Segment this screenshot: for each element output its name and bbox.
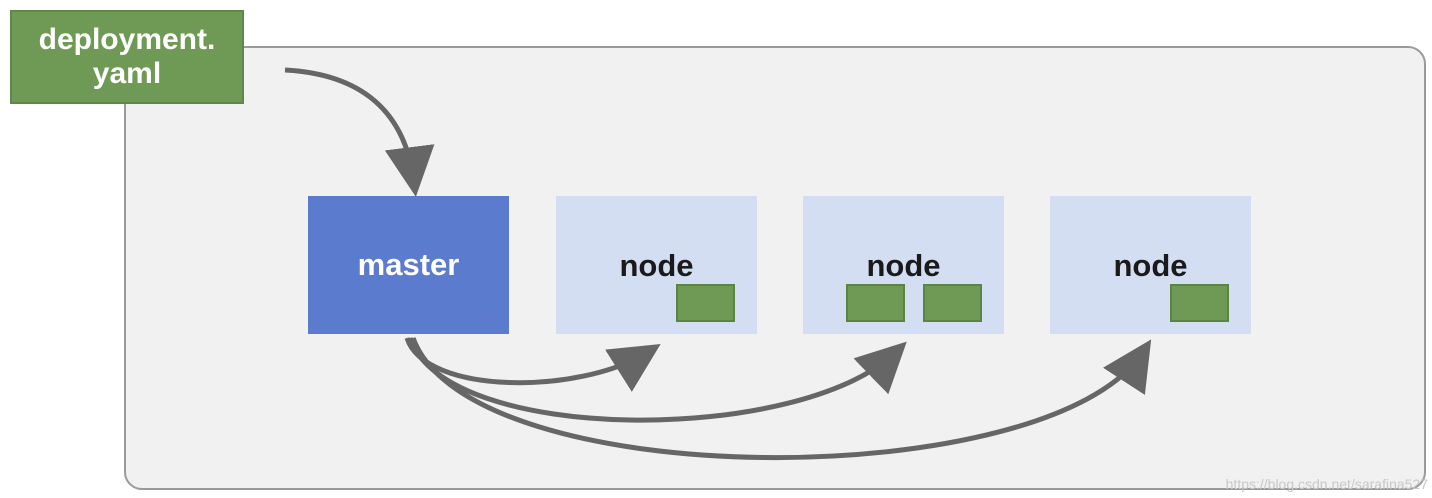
node-box-1: node	[556, 196, 757, 334]
pod	[1170, 284, 1229, 322]
master-to-node3-arrow	[410, 337, 1152, 461]
node-label: node	[619, 248, 694, 283]
file-to-master-arrow	[284, 67, 435, 197]
node-box-3: node	[1050, 196, 1251, 334]
master-label: master	[357, 247, 460, 282]
file-name-line2: yaml	[92, 57, 162, 90]
pod	[676, 284, 735, 322]
node-box-2: node	[803, 196, 1004, 334]
master-box: master	[308, 196, 509, 334]
watermark-text: https://blog.csdn.net/sarafina527	[1225, 476, 1428, 492]
pod	[846, 284, 905, 322]
node-label: node	[866, 248, 941, 283]
deployment-yaml-file: deployment. yaml	[10, 10, 244, 104]
pod	[923, 284, 982, 322]
file-name-line1: deployment.	[38, 23, 216, 56]
node-label: node	[1113, 248, 1188, 283]
